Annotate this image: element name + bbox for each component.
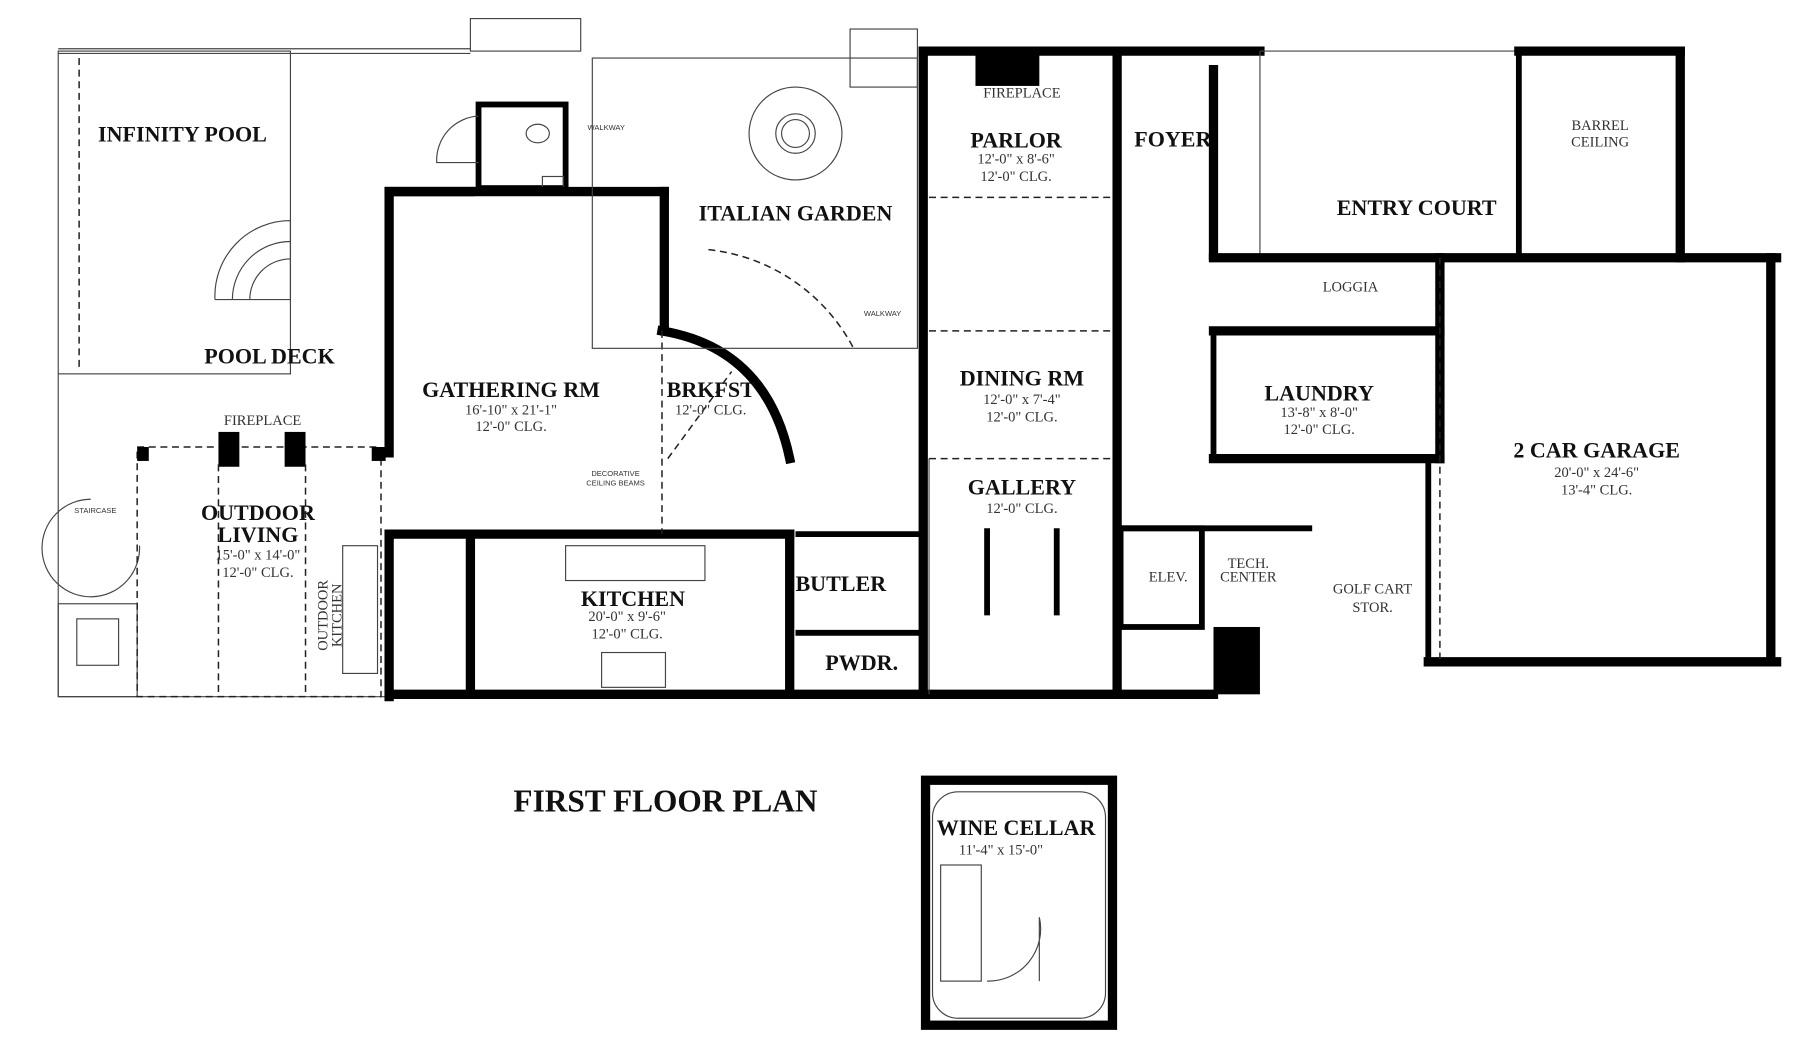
garage-ceiling: 13'-4" CLG. — [1561, 483, 1632, 499]
parlor-label: PARLOR — [970, 127, 1063, 152]
elev-label: ELEV. — [1149, 570, 1188, 586]
dining-rm-dims: 12'-0" x 7'-4" — [983, 392, 1061, 408]
garage-dims: 20'-0" x 24'-6" — [1554, 465, 1639, 481]
outdoor-living-label-2: LIVING — [217, 522, 298, 547]
staircase-label: STAIRCASE — [74, 506, 116, 515]
wine-cellar-label: WINE CELLAR — [937, 815, 1097, 840]
wine-cellar-dims: 11'-4" x 15'-0" — [959, 843, 1043, 859]
italian-garden-label: ITALIAN GARDEN — [699, 201, 893, 226]
parlor-ceiling: 12'-0" CLG. — [980, 169, 1051, 185]
infinity-pool-label: INFINITY POOL — [98, 122, 267, 147]
butler-label: BUTLER — [795, 571, 887, 596]
main-walls — [918, 46, 1782, 696]
outdoor-living-dims: 15'-0" x 14'-0" — [216, 548, 301, 564]
room-labels: INFINITY POOL POOL DECK GATHERING RM16'-10… — [74, 86, 1680, 859]
gathering-room-walls — [384, 186, 855, 702]
brkfst-label: BRKFST — [667, 377, 756, 402]
walkway-label-2: WALKWAY — [864, 309, 901, 318]
parlor-dims: 12'-0" x 8'-6" — [977, 152, 1055, 168]
outdoor-kitchen-text: KITCHEN — [330, 583, 346, 647]
laundry-label: LAUNDRY — [1264, 381, 1374, 406]
outdoor-living-frame — [136, 431, 386, 698]
pool-deck-label: POOL DECK — [204, 343, 334, 368]
tech-center-label-2: CENTER — [1220, 570, 1277, 586]
golf-cart-label: GOLF CART — [1333, 581, 1412, 597]
entry-court-label: ENTRY COURT — [1337, 195, 1497, 220]
plan-title: FIRST FLOOR PLAN — [513, 784, 817, 819]
foyer-label: FOYER — [1134, 126, 1212, 151]
laundry-dims: 13'-8" x 8'-0" — [1280, 405, 1358, 421]
decorative-beams-label: DECORATIVE — [591, 469, 639, 478]
barrel-ceiling-label: BARREL — [1572, 118, 1629, 134]
gallery-ceiling: 12'-0" CLG. — [986, 501, 1057, 517]
kitchen-ceiling: 12'-0" CLG. — [591, 627, 662, 643]
kitchen-dims: 20'-0" x 9'-6" — [588, 609, 666, 625]
kitchen-label: KITCHEN — [581, 586, 685, 611]
gathering-rm-dims: 16'-10" x 21'-1" — [465, 403, 557, 419]
outdoor-living-ceiling: 12'-0" CLG. — [222, 565, 293, 581]
brkfst-ceiling: 12'-0" CLG. — [675, 403, 746, 419]
laundry-ceiling: 12'-0" CLG. — [1283, 422, 1354, 438]
tech-center-label: TECH. — [1228, 556, 1269, 572]
dining-rm-label: DINING RM — [960, 365, 1085, 390]
wine-cellar — [920, 775, 1118, 1030]
gathering-rm-label: GATHERING RM — [422, 377, 600, 402]
walkway-label: WALKWAY — [588, 123, 625, 132]
kitchen-walls — [41, 458, 1219, 699]
guest-bath — [436, 17, 582, 191]
outdoor-living-label: OUTDOOR — [201, 500, 316, 525]
dining-rm-ceiling: 12'-0" CLG. — [986, 409, 1057, 425]
barrel-ceiling-label-2: CEILING — [1571, 134, 1630, 150]
fireplace-outdoor-label: FIREPLACE — [224, 413, 301, 429]
decorative-beams-label-2: CEILING BEAMS — [586, 478, 645, 487]
loggia-label: LOGGIA — [1323, 279, 1379, 295]
gathering-rm-ceiling: 12'-0" CLG. — [475, 419, 546, 435]
fireplace-parlor-label: FIREPLACE — [983, 86, 1060, 102]
gallery-label: GALLERY — [968, 475, 1076, 500]
garage-label: 2 CAR GARAGE — [1513, 437, 1680, 462]
pwdr-label: PWDR. — [825, 650, 898, 675]
golf-cart-label-2: STOR. — [1352, 600, 1392, 616]
italian-garden — [591, 28, 918, 349]
outdoor-kitchen-text: OUTDOOR — [316, 580, 332, 651]
